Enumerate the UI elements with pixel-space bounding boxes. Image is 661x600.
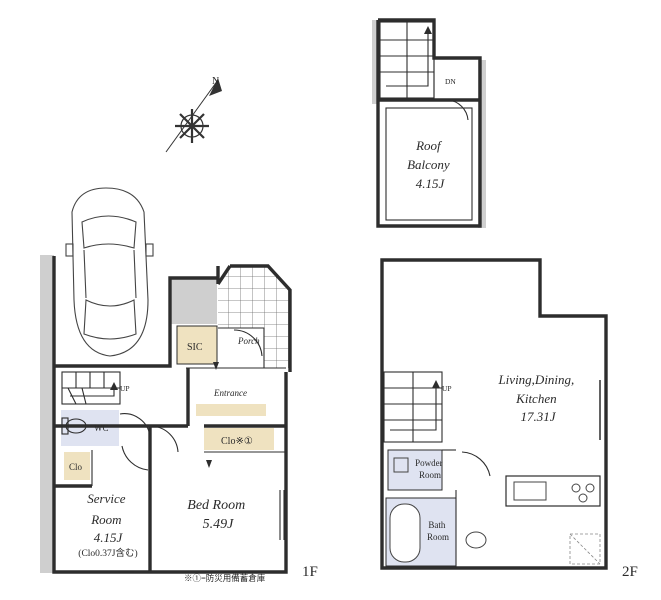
label-porch: Porch xyxy=(237,336,260,346)
stairs-top xyxy=(379,21,435,99)
label-dn: DN xyxy=(445,77,456,86)
label-wc: WC xyxy=(94,423,109,433)
label-clo: Clo xyxy=(69,462,83,472)
kitchen-sink-icon xyxy=(513,481,547,501)
sic-closet xyxy=(176,325,218,365)
clo-storage-closet xyxy=(204,428,274,450)
label-clo-note: Clo※① xyxy=(221,436,253,447)
second-floor-plan: DN Roof Balcony 4.15J UP Living,Dining, … xyxy=(372,18,638,580)
porch-tiles xyxy=(218,266,290,368)
car-icon xyxy=(65,187,154,357)
first-floor-plan: SIC Porch Entrance UP WC Clo Clo※① Servi… xyxy=(40,255,318,583)
label-up-1f: UP xyxy=(120,384,130,393)
label-ldk: Living,Dining, Kitchen 17.31J xyxy=(497,372,577,424)
bathtub-icon xyxy=(389,503,421,563)
floor-label-1f: 1F xyxy=(302,564,318,580)
kitchen-counter xyxy=(505,475,601,565)
powder-room xyxy=(387,449,443,491)
label-bath-room: Bath Room xyxy=(427,520,449,542)
wc-room xyxy=(61,410,119,446)
stairs-1f xyxy=(61,371,121,405)
label-powder-room: Powder Room xyxy=(415,458,445,480)
stove-icon xyxy=(571,483,595,503)
storage-note: ※①=防災用備蓄倉庫 xyxy=(184,573,266,583)
label-sic: SIC xyxy=(187,342,203,353)
floor-label-2f: 2F xyxy=(622,564,638,580)
label-bed-room: Bed Room 5.49J xyxy=(187,498,248,532)
label-service-room: Service Room 4.15J xyxy=(87,491,129,545)
label-roof-balcony: Roof Balcony 4.15J xyxy=(407,138,453,191)
compass: N xyxy=(165,76,222,153)
sink-icon xyxy=(465,531,487,549)
label-service-sub: (Clo0.37J含む) xyxy=(78,547,137,559)
label-up-2f: UP xyxy=(442,384,452,393)
clo-closet xyxy=(64,452,90,480)
stairs-2f xyxy=(383,371,443,443)
label-entrance: Entrance xyxy=(213,388,247,398)
compass-north: N xyxy=(212,76,219,87)
